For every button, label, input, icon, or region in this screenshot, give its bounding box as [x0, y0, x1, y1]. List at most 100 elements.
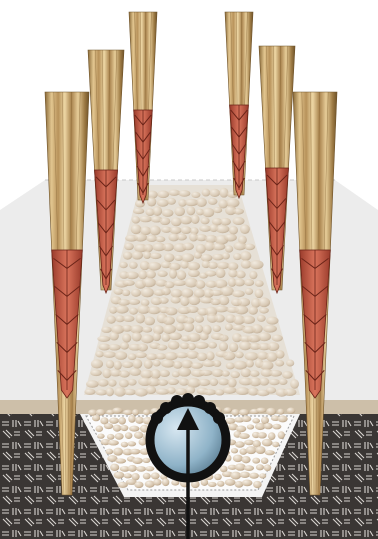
pebble — [233, 217, 245, 225]
pebble — [149, 226, 160, 236]
pebble — [124, 243, 134, 250]
pebble — [169, 269, 177, 279]
pebble — [213, 325, 221, 332]
pebble — [125, 272, 138, 280]
pebble — [244, 465, 254, 471]
pebble — [129, 308, 138, 315]
pebble — [212, 243, 225, 250]
pebble — [128, 415, 135, 423]
pebble — [181, 226, 192, 234]
pebble — [115, 351, 128, 360]
pebble — [185, 386, 195, 394]
pebble — [188, 343, 196, 350]
pebble — [143, 473, 151, 480]
pebble — [264, 423, 273, 429]
pebble — [225, 323, 233, 330]
pebble — [133, 208, 144, 214]
pipe-knob — [151, 412, 163, 424]
pebble — [182, 243, 194, 251]
pebble — [195, 342, 209, 349]
pebble — [131, 289, 141, 297]
pebble — [259, 473, 266, 478]
pebble — [151, 472, 160, 479]
pebble — [234, 279, 245, 287]
pebble — [208, 262, 218, 269]
pebble — [228, 378, 237, 388]
pebble — [244, 352, 258, 361]
pebble — [258, 332, 271, 341]
pebble — [244, 440, 254, 446]
pebble — [252, 324, 263, 333]
pebble — [90, 370, 101, 377]
pebble — [187, 262, 200, 271]
pebble — [122, 361, 134, 368]
pebble — [225, 479, 236, 486]
pebble — [161, 360, 175, 368]
pebble — [188, 296, 200, 305]
pebble — [252, 418, 260, 423]
pebble — [98, 379, 109, 387]
pebble — [176, 234, 186, 241]
pebble — [203, 389, 217, 395]
pebble — [106, 387, 114, 396]
pebble — [228, 269, 237, 277]
pebble — [213, 360, 221, 367]
pebble — [258, 432, 267, 438]
pebble — [132, 332, 142, 342]
pebble — [157, 271, 167, 277]
pebble — [132, 251, 144, 260]
pebble — [275, 350, 284, 359]
pebble — [144, 359, 153, 368]
pebble — [279, 378, 288, 385]
pebble — [241, 368, 251, 377]
pebble — [272, 442, 279, 448]
pebble — [196, 198, 207, 207]
pebble — [244, 279, 254, 286]
pebble — [143, 409, 150, 415]
pebble — [127, 441, 136, 446]
pebble — [180, 296, 189, 306]
pebble — [119, 262, 127, 269]
pebble — [262, 439, 273, 447]
pebble — [239, 433, 250, 439]
pebble — [253, 481, 262, 488]
pebble — [246, 446, 257, 454]
pebble — [164, 253, 175, 262]
pebble — [194, 252, 202, 259]
pipe-knob — [160, 402, 172, 414]
pebble — [122, 334, 131, 343]
pebble — [248, 387, 259, 395]
pebble — [233, 361, 247, 370]
pebble — [241, 416, 251, 422]
pebble — [160, 217, 171, 225]
pebble — [200, 332, 209, 340]
pebble — [188, 269, 200, 277]
pebble — [153, 360, 161, 367]
pebble — [195, 280, 205, 289]
pebble — [91, 359, 103, 368]
pebble — [108, 379, 117, 386]
pebble — [138, 343, 148, 351]
pebble — [103, 351, 116, 358]
pebble — [121, 442, 129, 448]
pebble — [198, 379, 211, 386]
pebble — [202, 208, 214, 217]
pebble — [247, 424, 255, 429]
pebble — [223, 387, 237, 394]
pebble — [213, 207, 222, 213]
pebble — [233, 242, 246, 250]
pebble — [128, 299, 140, 305]
pebble — [86, 380, 99, 387]
pebble — [125, 432, 132, 439]
pebble — [241, 260, 252, 269]
pebble — [110, 464, 119, 471]
pebble — [215, 306, 229, 313]
pebble — [164, 352, 178, 360]
pebble — [266, 317, 278, 325]
pebble — [255, 289, 264, 298]
pebble — [168, 190, 180, 196]
pebble — [113, 288, 123, 294]
pebble — [255, 280, 264, 287]
pebble — [161, 287, 170, 295]
pebble — [97, 336, 110, 342]
